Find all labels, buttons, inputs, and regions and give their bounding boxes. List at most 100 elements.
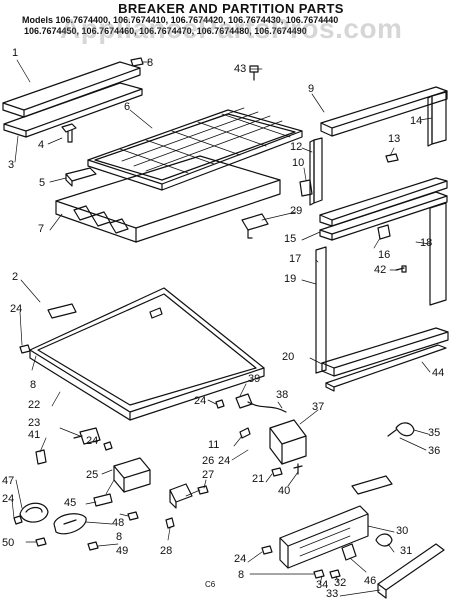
model-list: Models 106.7674400, 106.7674410, 106.767… bbox=[22, 15, 458, 37]
callout-12: 12 bbox=[290, 141, 303, 153]
leader-lines bbox=[11, 59, 433, 597]
part-screw-28 bbox=[165, 517, 175, 529]
callout-29: 29 bbox=[290, 205, 303, 217]
callout-11: 11 bbox=[208, 439, 220, 451]
part-breaker-strip-lower bbox=[3, 82, 143, 138]
part-plate-2 bbox=[47, 303, 77, 319]
part-partition-rail-9 bbox=[320, 86, 448, 137]
callout-39: 39 bbox=[248, 373, 261, 385]
callout-17: 17 bbox=[289, 253, 302, 265]
part-side-trim-14 bbox=[427, 91, 447, 147]
callout-24-bottom: 24 bbox=[234, 553, 247, 565]
callout-43: 43 bbox=[234, 63, 247, 75]
part-clip-13 bbox=[385, 153, 399, 163]
callout-27: 27 bbox=[202, 469, 215, 481]
part-screw-24-center bbox=[215, 399, 225, 409]
watermark: AppliancePartsPros.com bbox=[60, 13, 403, 44]
part-grille-30 bbox=[279, 505, 369, 569]
callout-24-center: 24 bbox=[194, 395, 207, 407]
callout-15: 15 bbox=[284, 233, 297, 245]
part-bracket-29 bbox=[241, 213, 269, 239]
callout-24-left: 24 bbox=[10, 303, 23, 315]
callout-9: 9 bbox=[308, 83, 315, 95]
callout-34: 34 bbox=[316, 579, 329, 591]
callout-32: 32 bbox=[334, 577, 347, 589]
callout-37: 37 bbox=[312, 401, 325, 413]
part-partition-rail-20 bbox=[321, 327, 449, 377]
part-switch-26-27 bbox=[169, 483, 209, 509]
callout-40: 40 bbox=[278, 485, 291, 497]
callout-24-bottom-left: 24 bbox=[2, 493, 15, 505]
callout-7: 7 bbox=[38, 223, 45, 235]
part-screw-24-bottom bbox=[261, 545, 273, 555]
callout-24-mid: 24 bbox=[86, 435, 99, 447]
callout-13: 13 bbox=[388, 133, 401, 145]
callout-10: 10 bbox=[292, 157, 305, 169]
part-side-trim-19 bbox=[315, 246, 327, 374]
part-knob-35-36 bbox=[387, 422, 415, 437]
part-washer-32-34 bbox=[313, 569, 341, 579]
part-screw-21 bbox=[271, 467, 283, 477]
callout-45: 45 bbox=[64, 497, 77, 509]
callout-8-bottom: 8 bbox=[238, 569, 245, 581]
callout-23: 23 bbox=[28, 417, 41, 429]
part-bushing-31 bbox=[375, 533, 393, 547]
model-line-1: Models 106.7674400, 106.7674410, 106.767… bbox=[22, 15, 339, 25]
part-lamp-ring-47 bbox=[19, 502, 49, 523]
part-clip-23 bbox=[73, 427, 101, 445]
part-screw-50 bbox=[35, 537, 47, 547]
callout-14: 14 bbox=[410, 115, 423, 127]
callout-16: 16 bbox=[378, 249, 391, 261]
callout-4: 4 bbox=[38, 139, 45, 151]
part-trim-12 bbox=[309, 137, 323, 206]
part-bracket-33-right bbox=[351, 475, 393, 495]
part-clip-5 bbox=[65, 167, 97, 187]
callout-33: 33 bbox=[326, 588, 339, 600]
part-hinge-10 bbox=[299, 179, 313, 197]
callout-1: 1 bbox=[12, 47, 19, 59]
callout-8-top: 8 bbox=[147, 57, 154, 69]
part-cable-38-39 bbox=[235, 393, 287, 413]
model-line-2: 106.7674450, 106.7674460, 106.7674470, 1… bbox=[24, 26, 307, 36]
callout-47: 47 bbox=[2, 475, 15, 487]
callout-30: 30 bbox=[396, 525, 409, 537]
callout-38: 38 bbox=[276, 389, 289, 401]
callout-8-left: 8 bbox=[30, 379, 37, 391]
part-breaker-pan-22 bbox=[29, 287, 265, 421]
part-screw-42 bbox=[395, 265, 407, 273]
part-control-box-37 bbox=[269, 419, 307, 465]
part-screw-24-left bbox=[19, 344, 31, 354]
callout-42: 42 bbox=[374, 264, 387, 276]
part-latch-16 bbox=[377, 224, 391, 240]
callout-44: 44 bbox=[432, 367, 445, 379]
part-light-socket-48 bbox=[53, 513, 87, 535]
part-breaker-tray-7 bbox=[55, 155, 281, 243]
callout-41: 41 bbox=[28, 429, 41, 441]
callout-18: 18 bbox=[420, 237, 433, 249]
callout-2: 2 bbox=[12, 271, 19, 283]
callout-6: 6 bbox=[124, 101, 131, 113]
part-screw-11 bbox=[239, 427, 251, 439]
callout-49: 49 bbox=[116, 545, 129, 557]
callout-5: 5 bbox=[39, 177, 46, 189]
part-screw-8-top bbox=[130, 57, 144, 67]
callout-19: 19 bbox=[284, 273, 297, 285]
part-screw-43 bbox=[249, 65, 259, 81]
callout-36: 36 bbox=[428, 445, 441, 457]
part-clip-41 bbox=[35, 449, 47, 465]
part-kickplate-33 bbox=[377, 543, 445, 599]
part-side-trim-18 bbox=[429, 202, 447, 306]
part-screw-8-lower bbox=[127, 511, 139, 521]
callout-48: 48 bbox=[112, 517, 125, 529]
part-breaker-strip-upper bbox=[2, 61, 141, 118]
part-screw-24-mid bbox=[103, 441, 113, 451]
callout-21: 21 bbox=[252, 473, 265, 485]
callout-25: 25 bbox=[86, 469, 99, 481]
callout-20: 20 bbox=[282, 351, 295, 363]
callout-31: 31 bbox=[400, 545, 413, 557]
part-mid-rail-15 bbox=[319, 177, 448, 241]
callout-28: 28 bbox=[160, 545, 173, 557]
callout-22: 22 bbox=[28, 399, 41, 411]
callout-46: 46 bbox=[364, 575, 377, 587]
